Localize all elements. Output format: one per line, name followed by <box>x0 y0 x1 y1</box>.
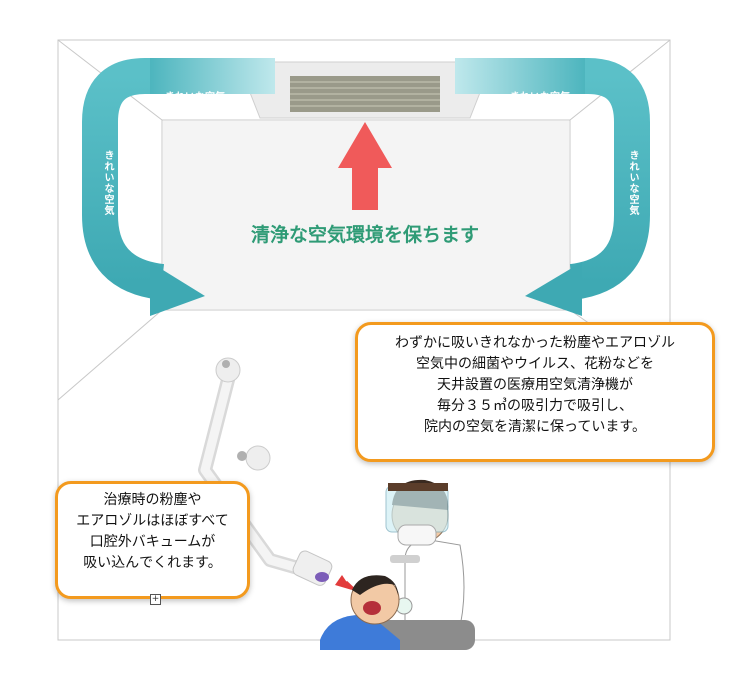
dentist-figure <box>385 479 465 646</box>
clean-air-label-left: きれいな空気 <box>102 150 113 216</box>
right-arrow-head <box>525 262 582 316</box>
main-callout-line: 空気中の細菌やウイルス、花粉などを <box>416 356 654 372</box>
patient-figure <box>320 555 475 650</box>
main-callout-line: 天井設置の医療用空気清浄機が <box>437 377 633 393</box>
up-arrow <box>338 122 392 210</box>
side-callout-line: 吸い込んでくれます。 <box>83 555 222 571</box>
left-arrow-head <box>150 262 205 316</box>
main-callout: わずかに吸いきれなかった粉塵やエアロゾル 空気中の細菌やウイルス、花粉などを 天… <box>355 322 715 462</box>
side-callout: 治療時の粉塵や エアロゾルはほぼすべて 口腔外バキュームが 吸い込んでくれます。 <box>55 481 250 599</box>
side-callout-line: 口腔外バキュームが <box>89 534 216 550</box>
clean-air-label-top-left: きれいな空気 <box>165 92 225 103</box>
main-callout-line: わずかに吸いきれなかった粉塵やエアロゾル <box>395 335 675 351</box>
suction-arrow <box>335 575 352 590</box>
side-callout-line: 治療時の粉塵や <box>103 492 202 508</box>
clean-air-label-right: きれいな空気 <box>627 150 638 216</box>
expand-handle-icon[interactable]: + <box>150 594 161 605</box>
main-callout-line: 毎分３５㎥の吸引力で吸引し、 <box>437 398 633 414</box>
main-callout-line: 院内の空気を清潔に保っています。 <box>424 419 646 435</box>
clean-air-label-top-right: きれいな空気 <box>510 92 570 103</box>
side-callout-line: エアロゾルはほぼすべて <box>76 513 229 529</box>
headline: 清浄な空気環境を保ちます <box>250 224 479 246</box>
ceiling-air-purifier <box>237 61 493 119</box>
